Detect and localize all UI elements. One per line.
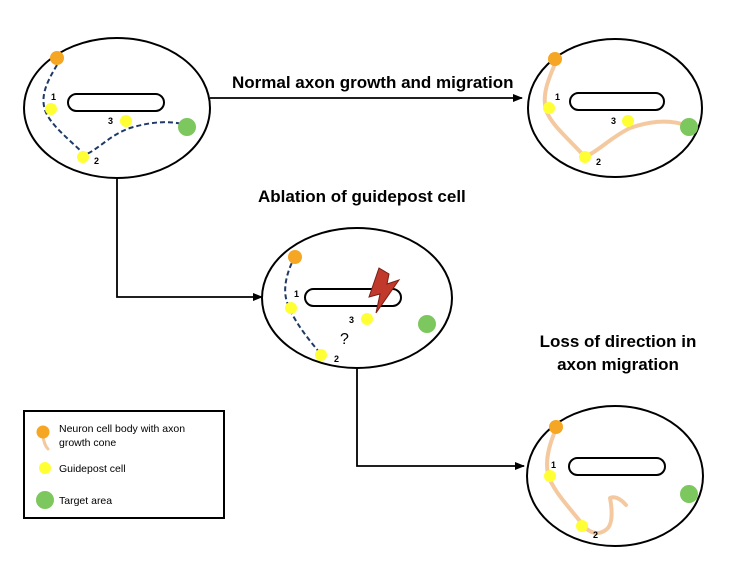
neuron-cell-body bbox=[549, 420, 563, 434]
legend-guidepost-label: Guidepost cell bbox=[59, 463, 126, 475]
title-ablation: Ablation of guidepost cell bbox=[258, 187, 466, 206]
panel-normal-start: 1 2 3 bbox=[23, 37, 211, 179]
legend: Neuron cell body with axon growth cone G… bbox=[23, 410, 225, 519]
label-2: 2 bbox=[596, 157, 601, 167]
label-3: 3 bbox=[611, 116, 616, 126]
legend-target-label: Target area bbox=[59, 495, 112, 507]
title-normal: Normal axon growth and migration bbox=[232, 73, 513, 92]
title-loss-line2: axon migration bbox=[557, 355, 679, 374]
guidepost-cell-1 bbox=[285, 302, 297, 314]
label-3: 3 bbox=[108, 116, 113, 126]
label-2: 2 bbox=[94, 156, 99, 166]
arrow-to-ablation bbox=[116, 178, 263, 301]
label-2: 2 bbox=[334, 354, 339, 364]
guidepost-cell-2 bbox=[579, 151, 591, 163]
label-1: 1 bbox=[51, 92, 56, 102]
title-loss-line1: Loss of direction in bbox=[540, 332, 697, 351]
guidepost-cell-2 bbox=[77, 151, 89, 163]
neuron-cell-body bbox=[548, 52, 562, 66]
midline-structure bbox=[67, 93, 165, 112]
panel-loss-of-direction: 1 2 bbox=[526, 405, 704, 547]
target-area bbox=[680, 118, 698, 136]
label-2: 2 bbox=[593, 530, 598, 540]
legend-guidepost-icon bbox=[39, 462, 51, 474]
legend-neuron-line2: growth cone bbox=[59, 437, 116, 449]
legend-neuron-icon bbox=[36, 425, 50, 439]
guidepost-cell-3 bbox=[120, 115, 132, 127]
target-area bbox=[178, 118, 196, 136]
label-1: 1 bbox=[294, 289, 299, 299]
guidepost-cell-1 bbox=[543, 102, 555, 114]
midline-structure bbox=[569, 92, 665, 111]
panel-normal-result: 1 2 3 bbox=[527, 38, 703, 178]
guidepost-cell-2 bbox=[315, 349, 327, 361]
lightning-bolt-icon bbox=[368, 267, 401, 314]
arrow-to-loss bbox=[356, 368, 525, 470]
guidepost-cell-3 bbox=[361, 313, 373, 325]
legend-neuron-line1: Neuron cell body with axon bbox=[59, 423, 185, 435]
legend-box bbox=[23, 410, 225, 519]
guidepost-cell-1 bbox=[544, 470, 556, 482]
panel-ablation: 1 2 3 ? bbox=[261, 227, 453, 369]
legend-target-icon bbox=[36, 491, 54, 509]
axon-growth-path bbox=[545, 427, 628, 535]
target-area bbox=[680, 485, 698, 503]
target-area bbox=[418, 315, 436, 333]
midline-structure bbox=[568, 457, 666, 476]
guidepost-cell-1 bbox=[45, 103, 57, 115]
guidepost-cell-3 bbox=[622, 115, 634, 127]
neuron-cell-body bbox=[288, 250, 302, 264]
label-1: 1 bbox=[551, 460, 556, 470]
neuron-cell-body bbox=[50, 51, 64, 65]
question-mark: ? bbox=[340, 331, 349, 348]
label-1: 1 bbox=[555, 92, 560, 102]
label-3: 3 bbox=[349, 315, 354, 325]
guidepost-cell-2 bbox=[576, 520, 588, 532]
